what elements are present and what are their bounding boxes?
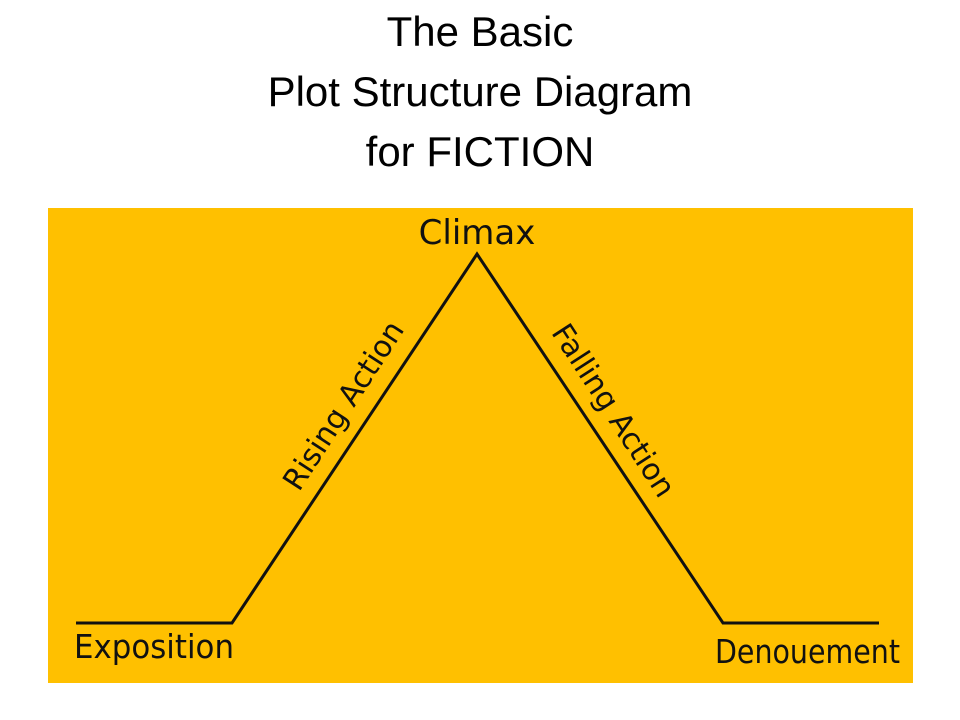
- climax-label: Climax: [419, 213, 536, 253]
- title-line-1: The Basic: [386, 8, 574, 55]
- plot-line: [76, 251, 879, 625]
- diagram-background: [48, 208, 913, 683]
- plot-diagram: Climax Rising Action Falling Action Expo…: [48, 208, 913, 683]
- title-line-2: Plot Structure Diagram: [267, 68, 693, 115]
- denouement-label: Denouement: [715, 632, 900, 671]
- plot-diagram-svg: Climax Rising Action Falling Action Expo…: [48, 208, 913, 683]
- exposition-label: Exposition: [74, 627, 234, 666]
- title-line-3: for FICTION: [365, 128, 595, 175]
- page-title: The Basic Plot Structure Diagram for FIC…: [0, 2, 960, 182]
